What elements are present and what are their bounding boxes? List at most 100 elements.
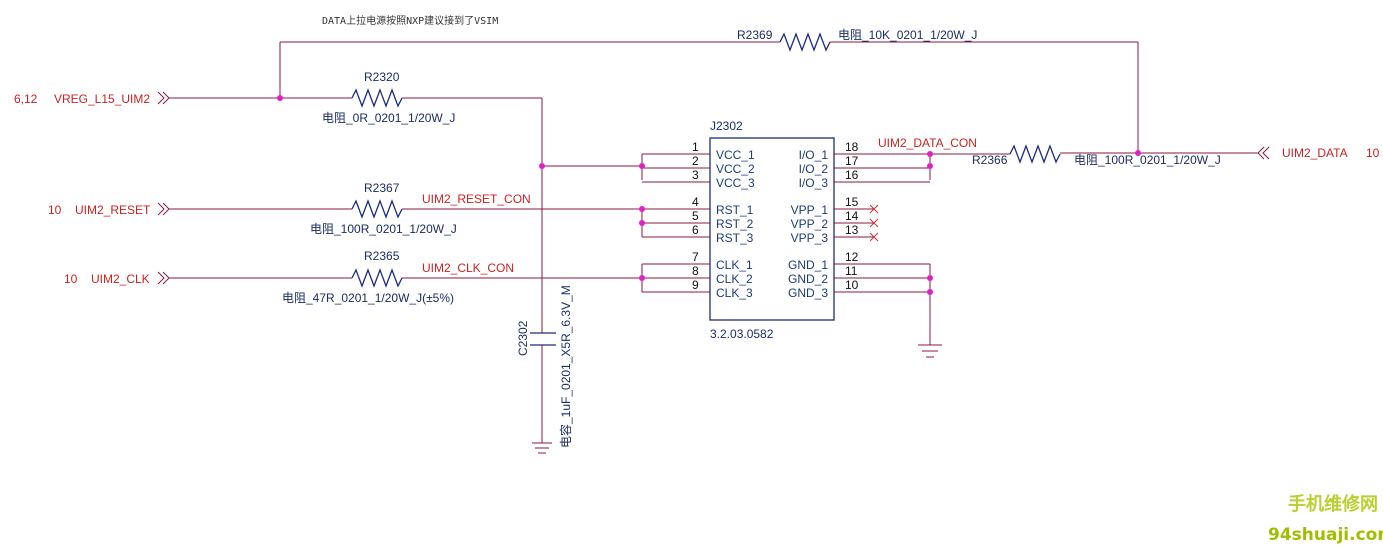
pin-name: RST_2	[716, 217, 754, 231]
pin-number: 12	[845, 250, 859, 264]
pin-number: 9	[692, 278, 699, 292]
pin-number: 1	[692, 140, 699, 154]
pin-name: I/O_3	[799, 176, 829, 190]
pin-name: RST_3	[716, 231, 754, 245]
pin-name: GND_3	[788, 286, 828, 300]
pin-name: I/O_2	[799, 162, 829, 176]
port-data-page: 10	[1366, 146, 1380, 160]
pin-name: CLK_2	[716, 272, 753, 286]
pin-name: VPP_1	[791, 203, 829, 217]
junction-dot	[277, 95, 283, 101]
pin-number: 15	[845, 195, 859, 209]
capacitor-c2302: C2302 电容_1uF_0201_X5R_6.3V_M	[516, 285, 573, 448]
r2365-value: 电阻_47R_0201_1/20W_J(±5%)	[282, 291, 454, 305]
port-data-arrow	[1257, 146, 1265, 160]
ground-symbol-cap	[532, 442, 552, 454]
pin-name: VCC_2	[716, 162, 755, 176]
pin-name: GND_1	[788, 258, 828, 272]
junction-dot	[639, 206, 645, 212]
resistor-r2369: R2369 电阻_10K_0201_1/20W_J	[737, 28, 977, 52]
port-clk-name: UIM2_CLK	[91, 272, 150, 286]
junctions	[277, 95, 1141, 295]
net-clk-con: UIM2_CLK_CON	[422, 261, 514, 275]
watermark-url: 94shuaji.com	[1268, 525, 1383, 545]
net-reset-con: UIM2_RESET_CON	[422, 192, 531, 206]
pin-right-17: 17I/O_2	[799, 154, 930, 176]
j2302-left-pins: 1VCC_12VCC_23VCC_34RST_15RST_26RST_37CLK…	[642, 140, 755, 300]
r2369-value: 电阻_10K_0201_1/20W_J	[838, 28, 977, 42]
j2302-part: 3.2.03.0582	[710, 327, 774, 341]
pin-name: CLK_1	[716, 258, 753, 272]
vpp-no-connect	[869, 204, 879, 242]
pin-number: 3	[692, 168, 699, 182]
pin-number: 7	[692, 250, 699, 264]
port-data-name: UIM2_DATA	[1282, 146, 1348, 160]
junction-dot	[927, 151, 933, 157]
junction-dot	[927, 275, 933, 281]
pin-name: CLK_3	[716, 286, 753, 300]
r2320-ref: R2320	[364, 70, 400, 84]
watermark-cn: 手机维修网	[1288, 493, 1378, 515]
ground-symbol-connector	[918, 344, 942, 358]
port-vreg-page: 6,12	[14, 92, 38, 106]
port-vreg: 6,12 VREG_L15_UIM2	[14, 91, 170, 106]
pin-number: 14	[845, 209, 859, 223]
c2302-ref: C2302	[516, 320, 530, 356]
junction-dot	[639, 220, 645, 226]
resistor-r2320: R2320 电阻_0R_0201_1/20W_J	[322, 70, 455, 125]
port-vreg-name: VREG_L15_UIM2	[54, 92, 150, 106]
pin-name: I/O_1	[799, 148, 829, 162]
pin-right-16: 16I/O_3	[799, 168, 930, 190]
junction-dot	[639, 163, 645, 169]
r2365-ref: R2365	[364, 249, 400, 263]
junction-dot	[639, 275, 645, 281]
junction-dot	[927, 163, 933, 169]
resistor-r2366: R2366 电阻_100R_0201_1/20W_J	[972, 144, 1221, 167]
r2367-ref: R2367	[364, 181, 400, 195]
pin-name: VPP_2	[791, 217, 829, 231]
junction-dot	[539, 163, 545, 169]
resistor-r2367: R2367 电阻_100R_0201_1/20W_J	[310, 181, 457, 236]
r2369-ref: R2369	[737, 28, 773, 42]
port-clk: 10 UIM2_CLK	[64, 271, 170, 286]
pin-number: 2	[692, 154, 699, 168]
pin-number: 5	[692, 209, 699, 223]
pin-number: 13	[845, 223, 859, 237]
pin-number: 16	[845, 168, 859, 182]
pin-number: 18	[845, 140, 859, 154]
port-clk-page: 10	[64, 272, 78, 286]
pin-number: 8	[692, 264, 699, 278]
port-clk-arrow	[157, 271, 165, 285]
design-note: DATA上拉电源按照NXP建议接到了VSIM	[322, 14, 498, 27]
port-reset: 10 UIM2_RESET	[48, 202, 170, 217]
port-data: UIM2_DATA 10	[1257, 146, 1380, 160]
pin-name: VCC_3	[716, 176, 755, 190]
connector-j2302: J2302 3.2.03.0582 1VCC_12VCC_23VCC_34RST…	[642, 119, 930, 341]
pin-right-18: 18I/O_1	[799, 140, 930, 162]
pin-number: 6	[692, 223, 699, 237]
j2302-body	[709, 137, 835, 321]
pin-number: 17	[845, 154, 859, 168]
r2320-value: 电阻_0R_0201_1/20W_J	[322, 111, 455, 125]
j2302-ref: J2302	[710, 119, 743, 133]
pin-name: RST_1	[716, 203, 754, 217]
pin-name: VPP_3	[791, 231, 829, 245]
pin-name: VCC_1	[716, 148, 755, 162]
port-reset-page: 10	[48, 203, 62, 217]
